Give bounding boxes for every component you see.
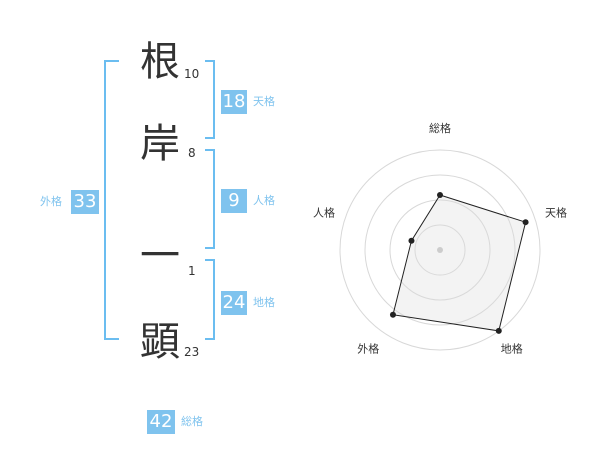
stroke-count-3: 1: [188, 264, 196, 278]
name-char-3: 一: [140, 233, 180, 279]
radar-ring-2: [389, 199, 491, 301]
name-char-1: 根: [140, 39, 180, 85]
radar-axis-label-5: 人格: [313, 205, 335, 219]
radar-axis-label-3: 地格: [501, 342, 523, 356]
soukaku-value: 42: [147, 410, 175, 434]
stroke-count-1: 10: [184, 67, 200, 81]
radar-point-4: [389, 311, 396, 318]
tenkaku-bracket-vertical: [213, 60, 215, 139]
jinkaku-bracket-top: [205, 149, 215, 151]
soukaku-label: 総格: [181, 415, 203, 428]
tenkaku-label: 天格: [253, 95, 275, 108]
stroke-count-4: 23: [184, 345, 200, 359]
tenkaku-bracket-bottom: [205, 137, 215, 139]
radar-ring-3: [364, 174, 516, 326]
chikaku-label: 地格: [253, 296, 275, 309]
radar-axis-label-1: 総格: [429, 121, 451, 135]
radar-point-1: [437, 192, 443, 198]
radar-point-5: [408, 237, 415, 244]
chikaku-bracket-top: [205, 259, 215, 261]
chikaku-value: 24: [221, 291, 247, 315]
jinkaku-bracket-bottom: [205, 247, 215, 249]
stroke-count-2: 8: [188, 146, 196, 160]
radar-axis-label-4: 外格: [357, 342, 379, 356]
chikaku-bracket-bottom: [205, 338, 215, 340]
chikaku-bracket-vertical: [213, 259, 215, 340]
radar-axis-label-2: 天格: [545, 205, 567, 219]
tenkaku-bracket-top: [205, 60, 215, 62]
gaikaku-value: 33: [71, 190, 99, 214]
radar-ring-4: [339, 149, 541, 351]
radar-area: [392, 194, 527, 332]
jinkaku-bracket-vertical: [213, 149, 215, 249]
tenkaku-value: 18: [221, 90, 247, 114]
jinkaku-label: 人格: [253, 194, 275, 207]
outer-bracket-bottom: [104, 338, 119, 340]
outer-bracket-vertical: [104, 60, 106, 340]
outer-bracket-top: [104, 60, 119, 62]
name-char-2: 岸: [140, 121, 180, 167]
jinkaku-value: 9: [221, 189, 247, 213]
name-char-4: 顕: [140, 319, 180, 365]
radar-ring-1: [414, 224, 466, 276]
gaikaku-label: 外格: [40, 195, 62, 208]
radar-point-2: [522, 219, 529, 226]
radar-point-3: [495, 327, 502, 334]
radar-center-dot: [437, 247, 443, 253]
